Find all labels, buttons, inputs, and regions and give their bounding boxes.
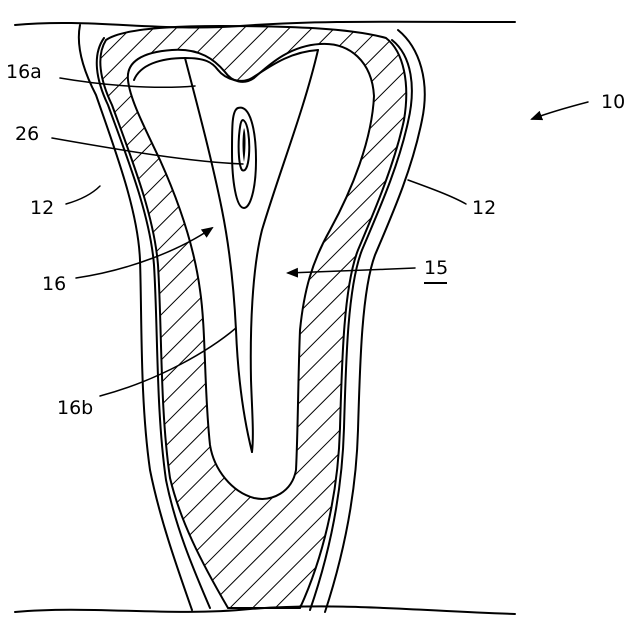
- label-16a: 16a: [6, 61, 42, 83]
- label-16: 16: [42, 273, 66, 295]
- label-10: 10: [601, 91, 625, 113]
- label-16b: 16b: [57, 397, 93, 419]
- label-26: 26: [15, 123, 39, 145]
- label-12-right: 12: [472, 197, 496, 219]
- hatched-wall: [100, 26, 406, 608]
- label-12-left: 12: [30, 197, 54, 219]
- element-26-core: [243, 128, 246, 162]
- label-15: 15: [424, 257, 448, 279]
- arrow-10: [532, 102, 588, 119]
- leader-12-left: [66, 186, 100, 204]
- leader-12-right: [408, 180, 466, 204]
